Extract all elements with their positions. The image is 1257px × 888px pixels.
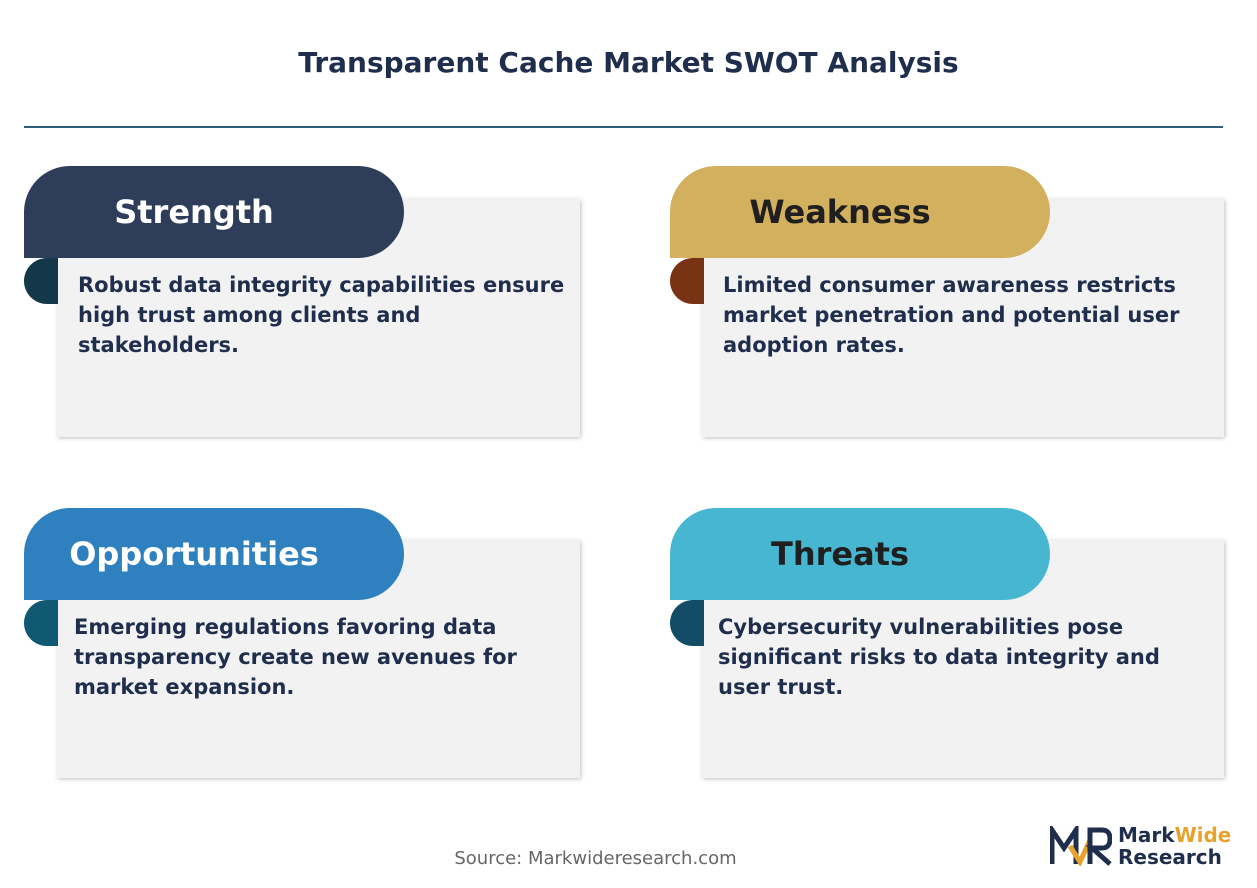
markwide-logo: MarkWide Research xyxy=(1050,824,1240,868)
threats-text: Cybersecurity vulnerabilities pose signi… xyxy=(718,615,1160,699)
mwr-logo-icon xyxy=(1050,826,1112,866)
strength-tab xyxy=(24,258,58,304)
threats-heading: Threats xyxy=(770,535,910,573)
weakness-text: Limited consumer awareness restricts mar… xyxy=(723,273,1180,357)
strength-header: Strength xyxy=(24,166,404,258)
weakness-header: Weakness xyxy=(670,166,1050,258)
opportunities-header: Opportunities xyxy=(24,508,404,600)
strength-heading: Strength xyxy=(114,193,274,231)
strength-text: Robust data integrity capabilities ensur… xyxy=(78,273,565,357)
page-title: Transparent Cache Market SWOT Analysis xyxy=(298,46,959,79)
logo-wide: Wide xyxy=(1174,823,1232,847)
threats-tab xyxy=(670,600,704,646)
source-note: Source: Markwideresearch.com xyxy=(454,848,737,869)
logo-wordmark: MarkWide Research xyxy=(1118,824,1231,868)
opportunities-tab xyxy=(24,600,58,646)
opportunities-heading: Opportunities xyxy=(69,535,319,573)
weakness-heading: Weakness xyxy=(749,193,931,231)
weakness-tab xyxy=(670,258,704,304)
logo-mark: Mark xyxy=(1118,823,1175,847)
opportunities-text: Emerging regulations favoring data trans… xyxy=(74,615,517,699)
threats-header: Threats xyxy=(670,508,1050,600)
logo-research: Research xyxy=(1118,845,1222,869)
title-divider xyxy=(24,126,1223,128)
